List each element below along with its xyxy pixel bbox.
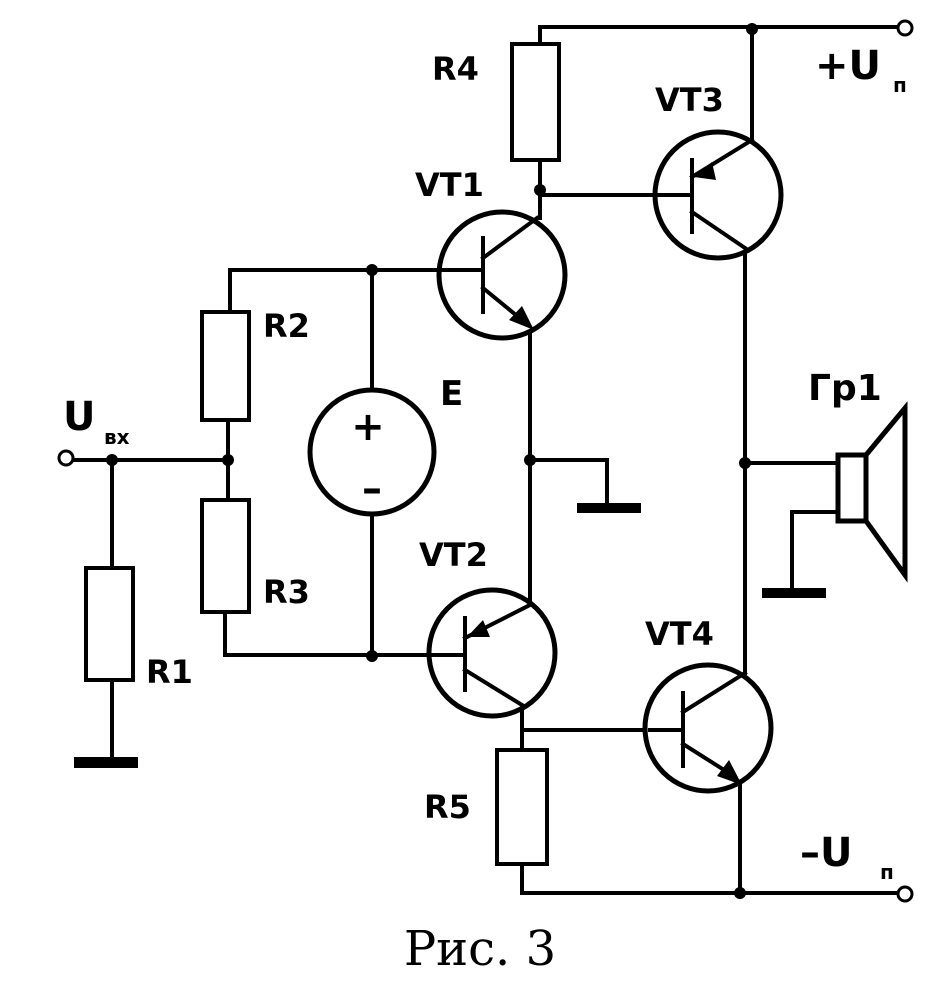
label-input-main: U: [63, 394, 95, 440]
resistor-r3: [200, 498, 251, 614]
label-r1: R1: [146, 653, 193, 691]
label-minus-main: –U: [800, 830, 852, 876]
label-r4: R4: [432, 50, 479, 88]
ground-symbol-center: [577, 503, 641, 513]
junction-dots: [106, 23, 758, 899]
label-r3: R3: [263, 573, 310, 611]
label-vt4: VT4: [645, 615, 714, 653]
label-e: E: [440, 374, 463, 414]
label-r2: R2: [263, 307, 310, 345]
label-r5: R5: [424, 788, 471, 826]
source-minus-sign: –: [362, 466, 382, 512]
label-plus-main: +U: [815, 43, 881, 89]
resistor-r4: [510, 42, 561, 162]
terminal-minus-supply: [896, 885, 914, 903]
label-vt2: VT2: [419, 536, 488, 574]
terminal-plus-supply: [896, 19, 914, 37]
label-input-voltage: U вх: [63, 394, 130, 449]
resistor-r2: [200, 310, 251, 422]
ground-symbol-r1: [74, 757, 138, 768]
figure-caption: Рис. 3: [404, 921, 556, 977]
label-plus-supply: +U п: [815, 43, 907, 97]
label-minus-supply: –U п: [800, 830, 894, 884]
ground-symbol-speaker: [762, 588, 826, 598]
label-gr1: Гр1: [808, 368, 882, 409]
voltage-source-e: + –: [307, 387, 437, 517]
label-vt3: VT3: [655, 81, 724, 119]
label-plus-sub: п: [893, 73, 907, 97]
source-plus-sign: +: [351, 404, 385, 450]
terminal-input: [57, 449, 75, 467]
label-vt1: VT1: [415, 166, 484, 204]
transistor-vt4: [642, 662, 774, 794]
speaker-icon: [835, 401, 908, 583]
wires: [70, 25, 905, 895]
transistor-vt3: [652, 129, 784, 261]
resistor-r5: [495, 748, 549, 866]
label-input-sub: вх: [104, 425, 130, 449]
label-minus-sub: п: [880, 860, 894, 884]
transistor-vt2: [426, 587, 558, 719]
resistor-r1: [84, 566, 135, 682]
transistor-vt1: [436, 209, 568, 341]
